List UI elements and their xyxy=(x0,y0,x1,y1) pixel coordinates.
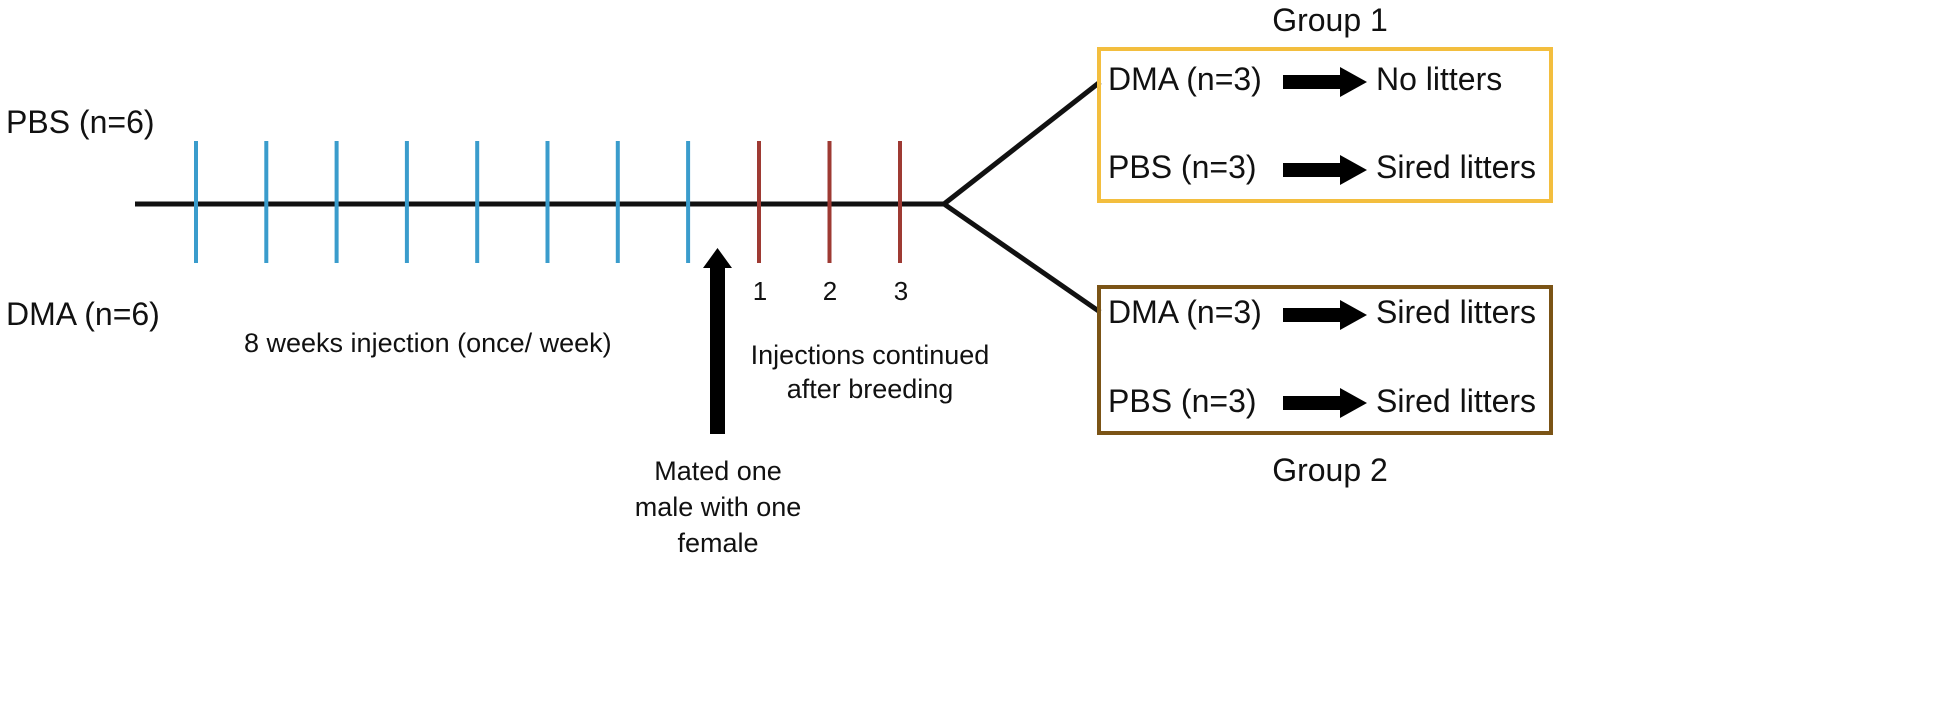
mating-arrow-head xyxy=(703,248,732,268)
weekly-injection-ticks xyxy=(194,141,691,263)
mating-label-line-3: female xyxy=(677,528,759,558)
continued-label-line-2: after breeding xyxy=(786,374,954,404)
mating-label-line-2: male with one xyxy=(634,492,802,522)
outcome-arrow xyxy=(1283,67,1367,97)
mating-arrow-shaft xyxy=(710,268,725,434)
group-2-row-1-treatment: DMA (n=3) xyxy=(1108,294,1262,330)
group-2-box xyxy=(1097,285,1553,435)
continued-label-line-1: Injections continued xyxy=(750,340,990,370)
group-1-box xyxy=(1097,47,1553,203)
breeding-tick-label: 3 xyxy=(893,276,909,306)
group-2-row-2-outcome: Sired litters xyxy=(1376,383,1537,419)
breeding-tick-label: 2 xyxy=(822,276,838,306)
mating-arrow xyxy=(703,248,732,434)
outcome-arrow xyxy=(1283,155,1367,185)
outcome-arrow xyxy=(1283,388,1367,418)
outcome-arrows xyxy=(1283,67,1367,418)
group-1-row-1-outcome: No litters xyxy=(1376,61,1503,97)
group-2-row-1-outcome: Sired litters xyxy=(1376,294,1537,330)
outcome-arrow xyxy=(1283,300,1367,330)
group-1-row-1-treatment: DMA (n=3) xyxy=(1108,61,1262,97)
post-breeding-injection-ticks xyxy=(757,141,902,263)
breeding-tick-label: 1 xyxy=(752,276,768,306)
group-1-title: Group 1 xyxy=(1272,2,1388,38)
treatment-label-dma: DMA (n=6) xyxy=(6,296,160,332)
injection-phase-label: 8 weeks injection (once/ week) xyxy=(244,328,612,358)
branch-line-group-1 xyxy=(942,80,1102,206)
group-2-row-2-treatment: PBS (n=3) xyxy=(1108,383,1257,419)
mating-label-line-1: Mated one xyxy=(654,456,782,486)
group-1-row-2-outcome: Sired litters xyxy=(1376,149,1537,185)
treatment-label-pbs: PBS (n=6) xyxy=(6,104,155,140)
group-2-title: Group 2 xyxy=(1272,452,1388,488)
group-1-row-2-treatment: PBS (n=3) xyxy=(1108,149,1257,185)
branch-line-group-2 xyxy=(942,201,1102,315)
